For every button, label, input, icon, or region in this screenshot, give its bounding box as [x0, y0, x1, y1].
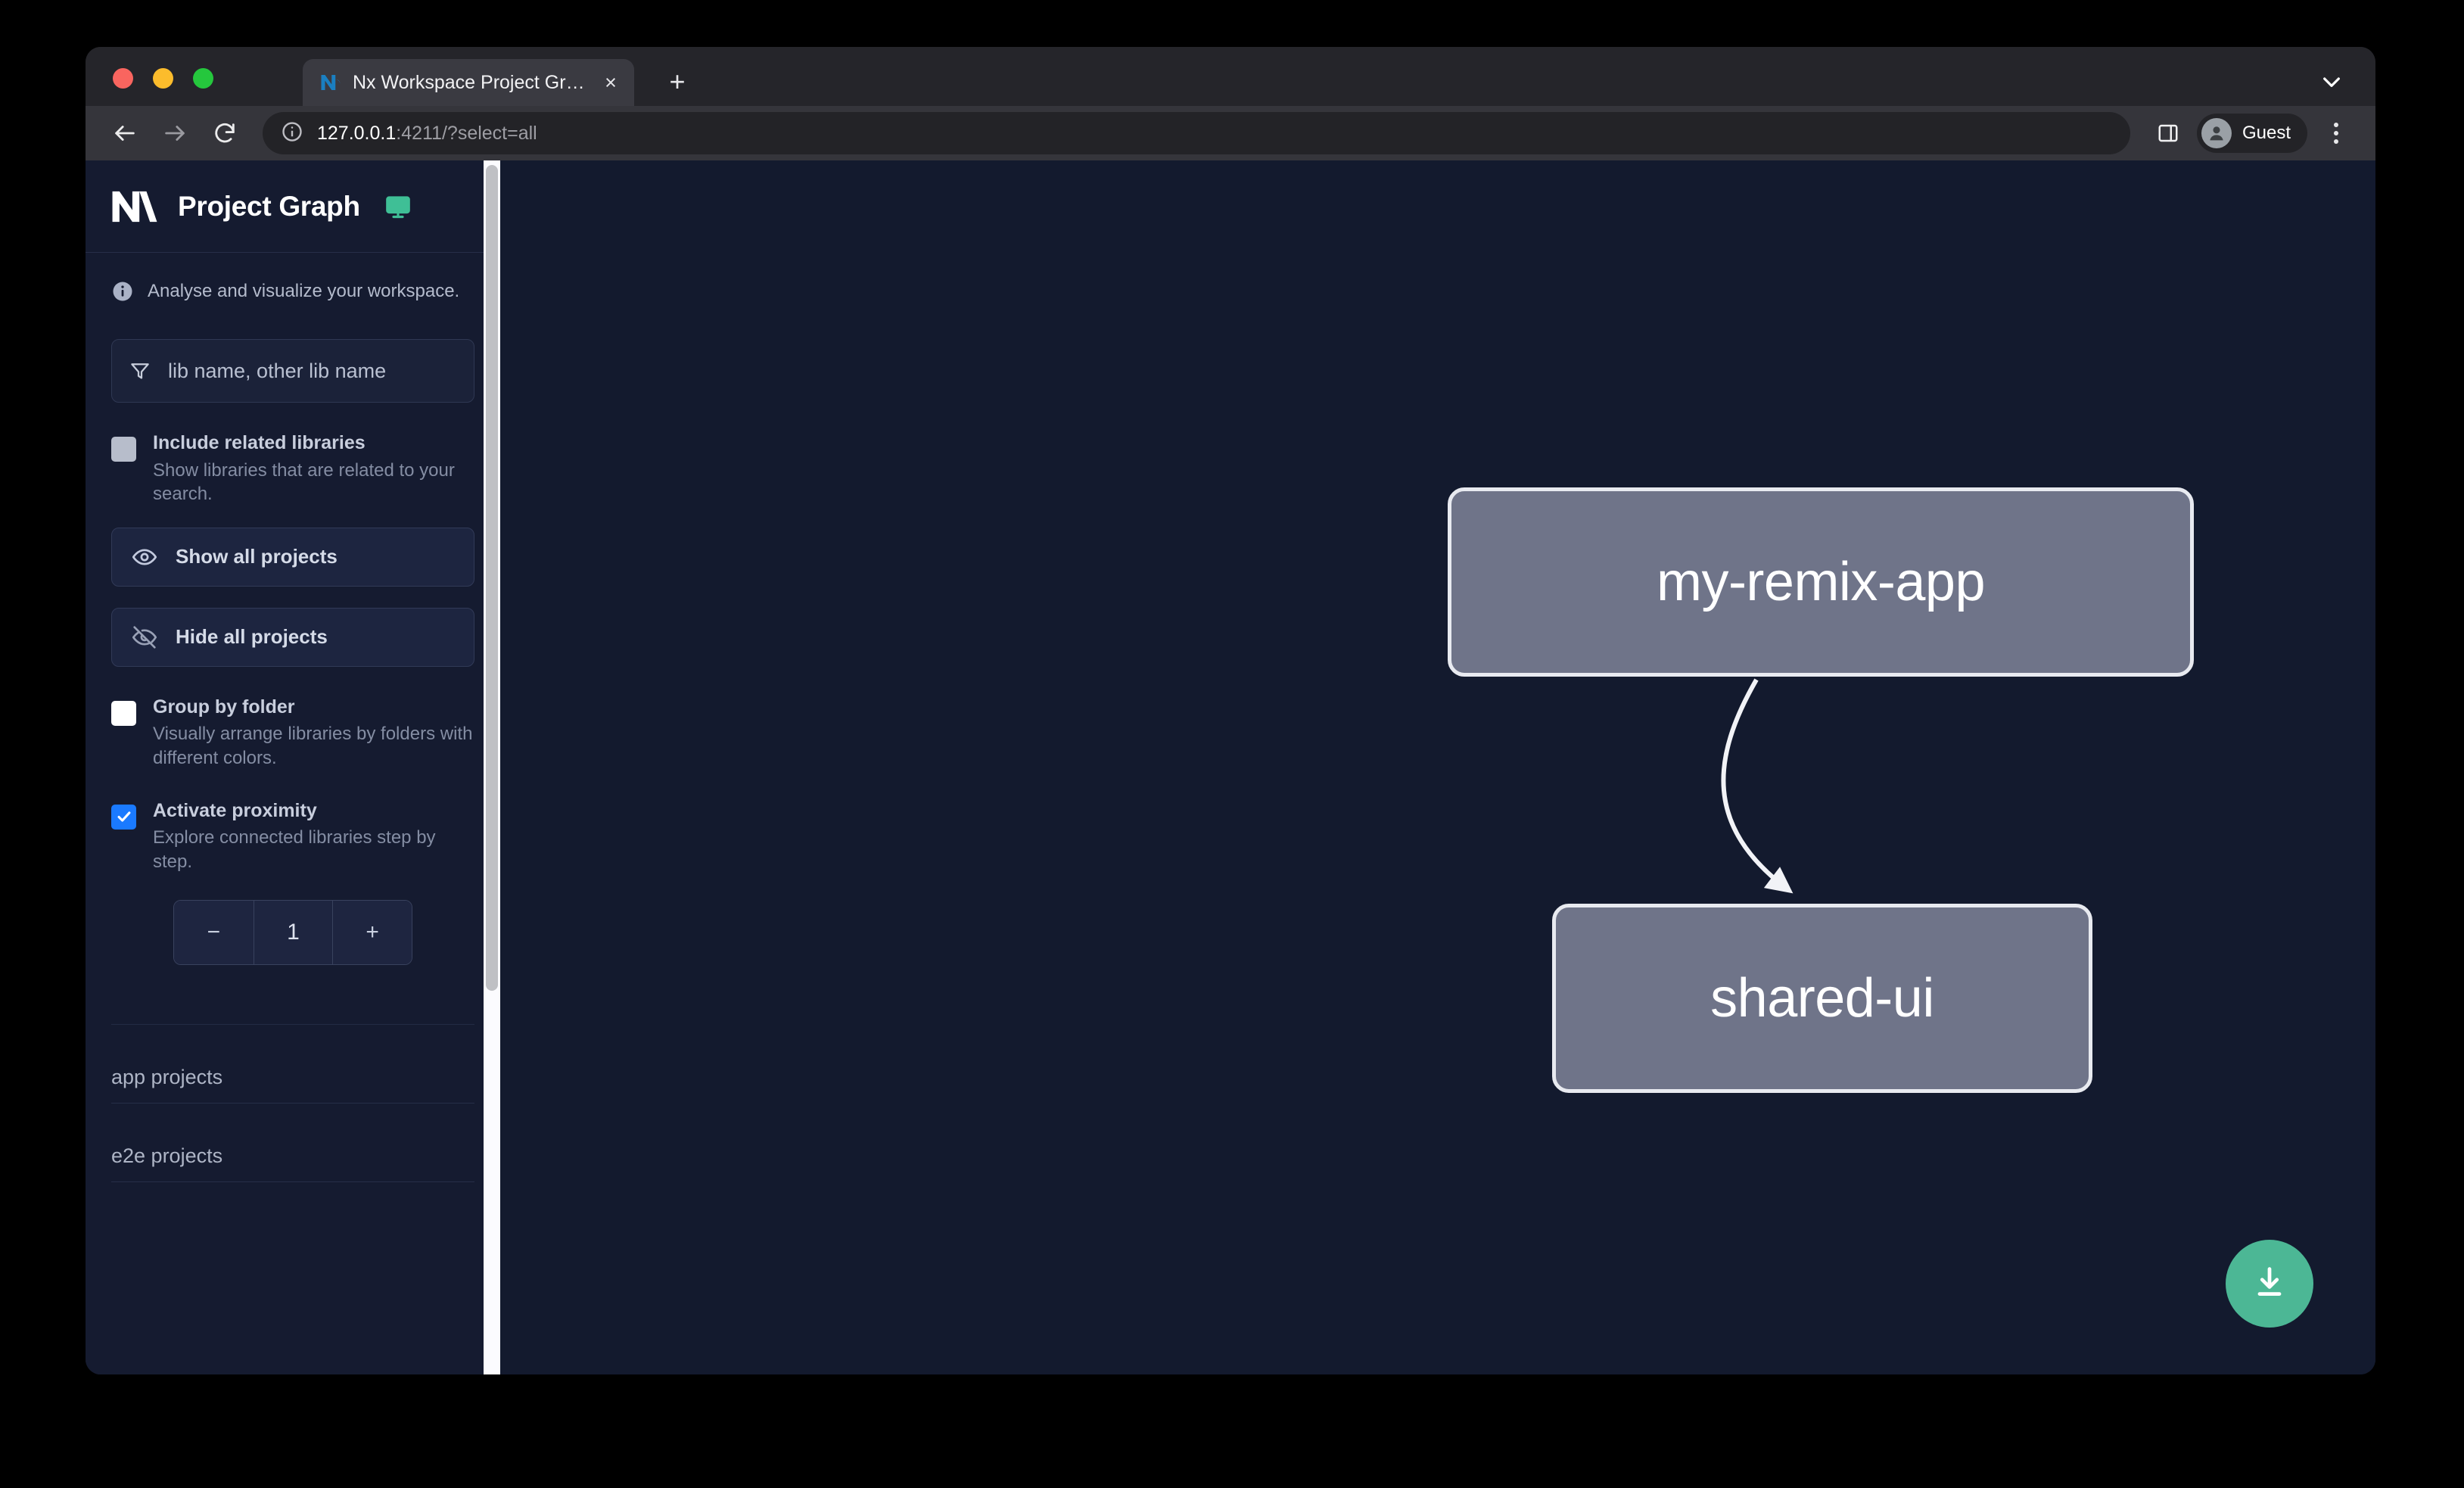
sidebar-body: Include related libraries Show libraries…: [86, 303, 500, 1374]
page-title: Project Graph: [178, 190, 360, 222]
checkbox-group-by-folder[interactable]: [111, 700, 136, 726]
section-label: e2e projects: [111, 1144, 223, 1167]
option-label: Include related libraries: [153, 432, 366, 453]
option-description: Explore connected libraries step by step…: [153, 827, 436, 872]
window-traffic-lights: [113, 68, 213, 89]
download-graph-button[interactable]: [2226, 1240, 2313, 1328]
tab-strip: Nx Workspace Project Graph × +: [86, 47, 2375, 106]
hide-all-projects-label: Hide all projects: [176, 625, 328, 649]
page-content: Project Graph Analyse and visual: [86, 160, 2375, 1374]
graph-node-label: shared-ui: [1710, 968, 1934, 1029]
option-label: Activate proximity: [153, 799, 317, 821]
sidebar-header: Project Graph: [86, 160, 500, 253]
url-host: 127.0.0.1: [317, 122, 397, 144]
option-activate-proximity[interactable]: Activate proximity Explore connected lib…: [111, 799, 474, 874]
reload-icon[interactable]: [204, 112, 246, 154]
search-input[interactable]: [168, 359, 457, 383]
graph-node-my-remix-app[interactable]: my-remix-app: [1448, 487, 2194, 677]
sidebar: Project Graph Analyse and visual: [86, 160, 500, 1374]
back-arrow-icon[interactable]: [104, 112, 146, 154]
maximize-window-button[interactable]: [193, 68, 213, 89]
filter-box[interactable]: [111, 339, 474, 403]
section-label: app projects: [111, 1065, 223, 1088]
side-panel-icon[interactable]: [2151, 117, 2185, 150]
url-path: :4211/?select=all: [396, 122, 537, 144]
proximity-value: 1: [253, 900, 333, 964]
section-app-projects[interactable]: app projects: [111, 1055, 474, 1104]
graph-edge-layer: [1721, 678, 1794, 894]
minimize-window-button[interactable]: [153, 68, 173, 89]
close-tab-button[interactable]: ×: [605, 70, 617, 94]
proximity-stepper: − 1 +: [173, 899, 412, 965]
download-icon: [2250, 1262, 2289, 1306]
monitor-icon[interactable]: [384, 193, 412, 220]
info-icon: [111, 280, 134, 303]
hide-all-projects-button[interactable]: Hide all projects: [111, 607, 474, 667]
proximity-increment-button[interactable]: +: [332, 900, 412, 964]
browser-window: Nx Workspace Project Graph × +: [86, 47, 2375, 1374]
eye-off-icon: [132, 624, 157, 650]
project-sections: app projects e2e projects: [111, 1023, 474, 1182]
browser-toolbar: 127.0.0.1:4211/?select=all Guest: [86, 106, 2375, 160]
sidebar-scrollbar-thumb[interactable]: [486, 165, 498, 991]
funnel-icon: [129, 360, 151, 382]
graph-node-label: my-remix-app: [1656, 552, 1986, 612]
sidebar-tagline-text: Analyse and visualize your workspace.: [148, 281, 460, 301]
sidebar-scrollbar[interactable]: [484, 160, 500, 1374]
profile-chip[interactable]: Guest: [2196, 114, 2307, 153]
eye-icon: [132, 544, 157, 570]
chevron-down-icon[interactable]: [2313, 64, 2350, 100]
show-all-projects-label: Show all projects: [176, 545, 338, 568]
proximity-decrement-button[interactable]: −: [174, 900, 254, 964]
checkbox-include-related-libraries[interactable]: [111, 437, 136, 462]
new-tab-button[interactable]: +: [669, 66, 686, 97]
option-include-related-libraries[interactable]: Include related libraries Show libraries…: [111, 432, 474, 506]
checkbox-activate-proximity[interactable]: [111, 804, 136, 830]
option-group-by-folder[interactable]: Group by folder Visually arrange librari…: [111, 696, 474, 770]
forward-arrow-icon[interactable]: [154, 112, 196, 154]
nx-favicon-icon: [319, 71, 342, 94]
kebab-menu-icon[interactable]: [2319, 117, 2353, 150]
show-all-projects-button[interactable]: Show all projects: [111, 527, 474, 587]
site-info-icon[interactable]: [281, 120, 303, 147]
graph-edge-my-remix-app-to-shared-ui: [1721, 678, 1794, 894]
address-bar[interactable]: 127.0.0.1:4211/?select=all: [263, 112, 2130, 154]
option-description: Show libraries that are related to your …: [153, 459, 455, 505]
close-window-button[interactable]: [113, 68, 133, 89]
graph-node-shared-ui[interactable]: shared-ui: [1552, 904, 2092, 1093]
address-bar-text: 127.0.0.1:4211/?select=all: [317, 123, 537, 145]
section-e2e-projects[interactable]: e2e projects: [111, 1134, 474, 1182]
graph-canvas[interactable]: my-remix-app shared-ui: [500, 160, 2375, 1374]
tab-title: Nx Workspace Project Graph: [353, 71, 589, 93]
toolbar-right-actions: Guest: [2151, 114, 2353, 153]
profile-name: Guest: [2242, 123, 2291, 143]
avatar: [2201, 118, 2232, 148]
option-description: Visually arrange libraries by folders wi…: [153, 724, 473, 769]
sidebar-tagline: Analyse and visualize your workspace.: [86, 253, 500, 303]
browser-tab[interactable]: Nx Workspace Project Graph ×: [303, 59, 634, 106]
nx-logo-icon: [111, 186, 158, 227]
option-label: Group by folder: [153, 696, 295, 718]
